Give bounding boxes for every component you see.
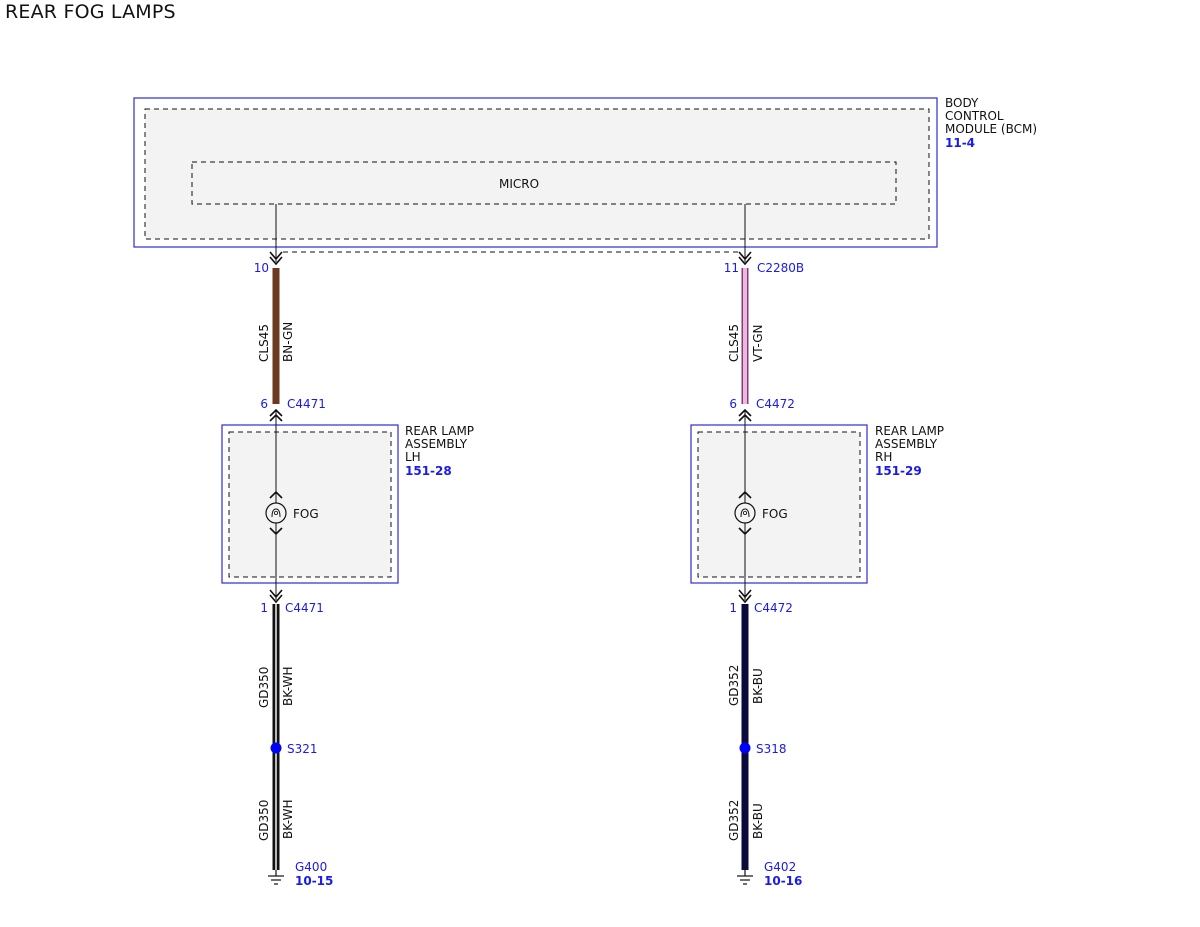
left-ground-ref[interactable]: 10-15 (295, 874, 333, 888)
left-wire2-color: BK-WH (281, 666, 295, 706)
bcm-module: MICRO BODY CONTROL MODULE (BCM) 11-4 (133, 96, 1037, 262)
left-wire1-circuit: CLS45 (257, 324, 271, 362)
lh-assembly-line-3: LH (405, 450, 421, 464)
rh-assembly-ref[interactable]: 151-29 (875, 464, 922, 478)
bcm-page-ref[interactable]: 11-4 (945, 136, 975, 150)
ground-icon (268, 870, 284, 885)
left-bcm-pin: 10 (254, 261, 269, 275)
fog-bulb-icon (265, 490, 287, 536)
rh-assembly-line-1: REAR LAMP (875, 424, 944, 438)
splice-s321 (270, 742, 282, 754)
left-ground-label: G400 (295, 860, 327, 874)
left-lamp-in-connector: C4471 (287, 397, 326, 411)
lh-assembly-line-1: REAR LAMP (405, 424, 474, 438)
micro-label: MICRO (499, 177, 539, 191)
left-lamp-out-pin: 1 (260, 601, 268, 615)
right-ground-label: G402 (764, 860, 796, 874)
chevron-down-icon (738, 589, 752, 599)
chevron-down-icon (269, 589, 283, 599)
rh-assembly-line-3: RH (875, 450, 892, 464)
left-lamp-in-pin: 6 (260, 397, 268, 411)
splice-s318 (739, 742, 751, 754)
wire-gd352-bk-bu (741, 604, 749, 870)
chevron-down-icon (738, 251, 752, 261)
right-lamp-out-connector: C4472 (754, 601, 793, 615)
right-ground-ref[interactable]: 10-16 (764, 874, 802, 888)
left-splice-label: S321 (287, 742, 318, 756)
left-wire1-color: BN-GN (281, 322, 295, 362)
left-wire3-circuit: GD350 (257, 800, 271, 841)
diagram-title: REAR FOG LAMPS (5, 1, 176, 23)
right-bcm-pin: 11 (724, 261, 739, 275)
left-lamp-out-connector: C4471 (285, 601, 324, 615)
lh-assembly-ref[interactable]: 151-28 (405, 464, 452, 478)
bcm-name-line-3: MODULE (BCM) (945, 122, 1037, 136)
right-wire1-circuit: CLS45 (727, 324, 741, 362)
lh-bulb-label: FOG (293, 507, 319, 521)
right-lamp-in-pin: 6 (729, 397, 737, 411)
right-wire3-circuit: GD352 (727, 800, 741, 841)
right-circuit: 11 C2280B CLS45 VT-GN 6 C4472 REAR LAMP … (690, 261, 944, 888)
left-wire2-circuit: GD350 (257, 667, 271, 708)
ground-icon (737, 870, 753, 885)
right-lamp-in-connector: C4472 (756, 397, 795, 411)
bcm-name-line-2: CONTROL (945, 109, 1004, 123)
rh-assembly-line-2: ASSEMBLY (875, 437, 938, 451)
micro-block (191, 161, 897, 205)
left-circuit: 10 CLS45 BN-GN 6 C4471 REAR LAMP ASSEMBL… (221, 261, 474, 888)
right-lamp-out-pin: 1 (729, 601, 737, 615)
bcm-name-line-1: BODY (945, 96, 979, 110)
right-wire2-color: BK-BU (751, 668, 765, 704)
right-wire3-color: BK-BU (751, 803, 765, 839)
left-wire3-color: BK-WH (281, 799, 295, 839)
chevron-down-icon (269, 251, 283, 261)
fog-bulb-icon (734, 490, 756, 536)
right-wire2-circuit: GD352 (727, 665, 741, 706)
bcm-connector-label: C2280B (757, 261, 804, 275)
right-wire1-color: VT-GN (751, 325, 765, 362)
bcm-pin-chevrons (269, 251, 752, 266)
lh-assembly-line-2: ASSEMBLY (405, 437, 468, 451)
wire-cls45-bn-gn (272, 268, 280, 404)
rh-bulb-label: FOG (762, 507, 788, 521)
right-splice-label: S318 (756, 742, 787, 756)
